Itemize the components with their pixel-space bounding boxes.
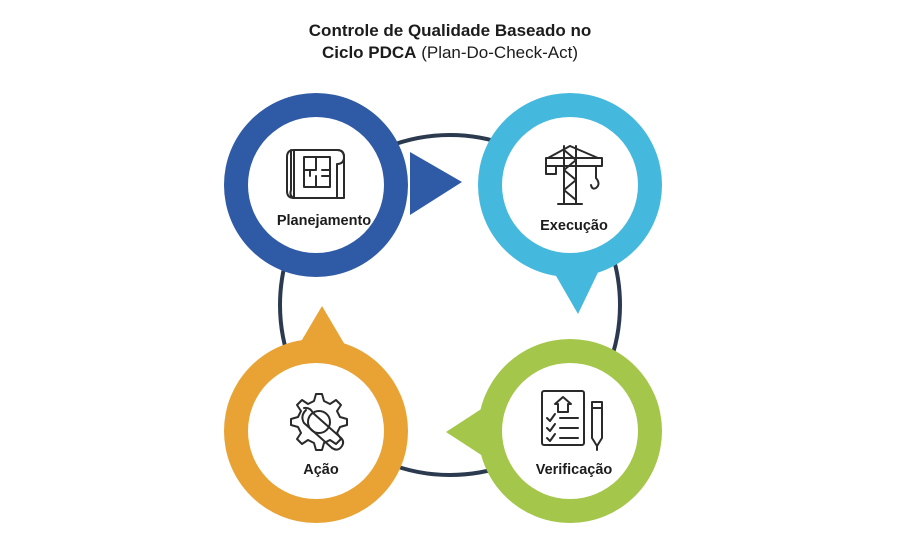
acao-label: Ação xyxy=(303,462,339,478)
execucao-label: Execução xyxy=(540,218,608,234)
acao-pointer xyxy=(296,306,348,350)
diagram-title: Controle de Qualidade Baseado no Ciclo P… xyxy=(0,20,900,64)
checklist-icon xyxy=(541,390,603,451)
verificacao-label: Verificação xyxy=(535,462,613,478)
acao-inner-circle xyxy=(248,363,384,499)
step-acao xyxy=(224,306,408,523)
planejamento-label: Planejamento xyxy=(276,213,372,229)
title-line-1: Controle de Qualidade Baseado no xyxy=(308,21,592,40)
planejamento-pointer xyxy=(410,152,462,215)
cycle-ring xyxy=(278,133,622,477)
blueprint-icon xyxy=(286,149,345,199)
gear-wrench-icon xyxy=(290,393,348,451)
crane-icon xyxy=(545,145,603,205)
verificacao-inner-circle xyxy=(502,363,638,499)
step-verificacao xyxy=(446,339,662,523)
title-line-2-bold: Ciclo PDCA xyxy=(321,43,417,62)
title-line-2-light: (Plan-Do-Check-Act) xyxy=(421,43,578,62)
title-line-2: Ciclo PDCA (Plan-Do-Check-Act) xyxy=(0,42,900,64)
